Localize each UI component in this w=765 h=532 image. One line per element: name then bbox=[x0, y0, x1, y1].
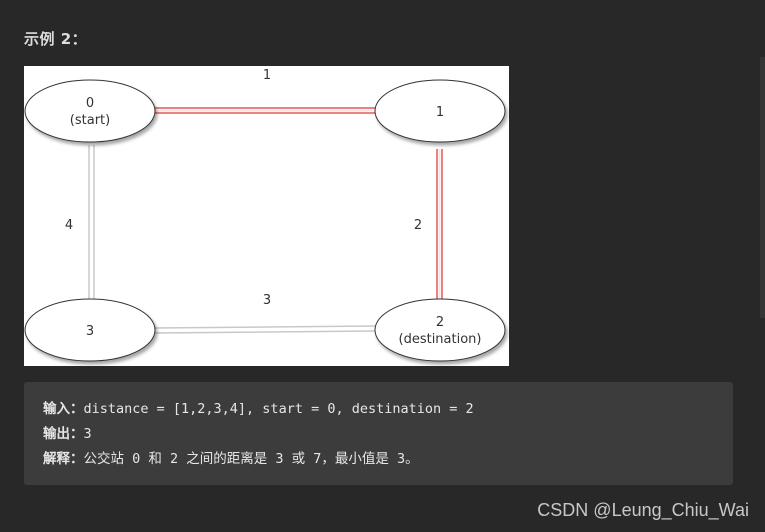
bus-route-diagram: 1 2 3 4 0 (start) 1 3 2 (destination) bbox=[24, 66, 509, 366]
edge-weight-0-1: 1 bbox=[263, 68, 271, 83]
node-3: 3 bbox=[24, 298, 156, 362]
node-2: 2 (destination) bbox=[374, 298, 506, 362]
output-line: 输出：3 bbox=[43, 422, 714, 447]
edge-1-2 bbox=[436, 149, 443, 299]
watermark: CSDN @Leung_Chiu_Wai bbox=[537, 500, 749, 520]
edge-3-0 bbox=[88, 145, 95, 299]
output-value: 3 bbox=[83, 426, 92, 442]
edge-weight-2-3: 3 bbox=[263, 293, 271, 308]
edge-weight-1-2: 2 bbox=[414, 218, 422, 233]
explanation-label: 解释： bbox=[43, 451, 84, 467]
node-3-label: 3 bbox=[86, 324, 94, 339]
input-label: 输入： bbox=[43, 401, 84, 417]
scrollbar[interactable] bbox=[760, 57, 765, 318]
node-1-label: 1 bbox=[436, 105, 444, 120]
edge-weight-3-0: 4 bbox=[65, 218, 73, 233]
example-heading: 示例 2： bbox=[24, 30, 88, 48]
explanation-value: 公交站 0 和 2 之间的距离是 3 或 7，最小值是 3。 bbox=[83, 451, 419, 467]
node-0-sublabel: (start) bbox=[70, 113, 110, 128]
output-label: 输出： bbox=[43, 426, 84, 442]
explanation-line: 解释：公交站 0 和 2 之间的距离是 3 或 7，最小值是 3。 bbox=[43, 447, 714, 472]
input-value: distance = [1,2,3,4], start = 0, destina… bbox=[83, 401, 474, 417]
example-code-block: 输入：distance = [1,2,3,4], start = 0, dest… bbox=[24, 382, 733, 485]
edge-2-3 bbox=[154, 325, 376, 334]
input-line: 输入：distance = [1,2,3,4], start = 0, dest… bbox=[43, 397, 714, 422]
node-0: 0 (start) bbox=[24, 79, 156, 143]
node-1: 1 bbox=[374, 79, 506, 143]
node-0-label: 0 bbox=[86, 96, 94, 111]
node-2-sublabel: (destination) bbox=[399, 332, 482, 347]
node-2-label: 2 bbox=[436, 315, 444, 330]
edge-0-1 bbox=[155, 107, 375, 114]
